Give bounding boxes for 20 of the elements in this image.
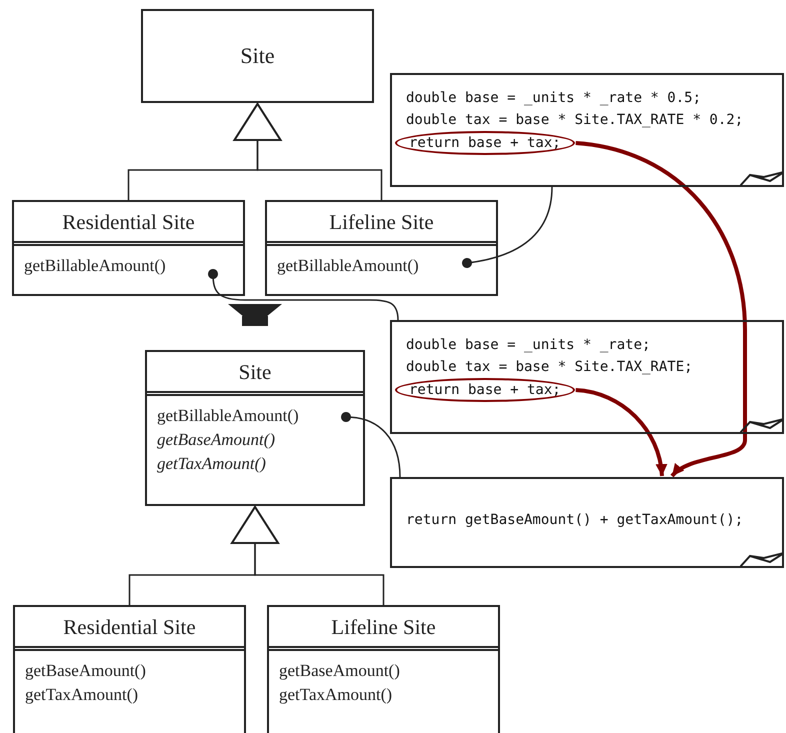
class-name: Site (239, 42, 276, 70)
class-name: Lifeline Site (269, 607, 498, 651)
class-name: Site (147, 352, 363, 396)
class-name: Lifeline Site (267, 202, 496, 246)
code-line: double base = _units * _rate; (406, 336, 652, 355)
method-name: getBillableAmount() (156, 405, 300, 427)
method-name: getTaxAmount() (278, 684, 394, 706)
method-name: getTaxAmount() (156, 453, 267, 475)
code-line: double tax = base * Site.TAX_RATE * 0.2; (406, 111, 744, 130)
code-line: double tax = base * Site.TAX_RATE; (406, 358, 694, 377)
method-name: getBaseAmount() (156, 429, 276, 451)
method-name: getBillableAmount() (23, 255, 167, 277)
class-name: Residential Site (15, 607, 244, 651)
method-name: getBaseAmount() (278, 660, 401, 682)
method-name: getBaseAmount() (24, 660, 147, 682)
class-name: Residential Site (14, 202, 243, 246)
method-name: getBillableAmount() (276, 255, 420, 277)
method-name: getTaxAmount() (24, 684, 140, 706)
code-line: double base = _units * _rate * 0.5; (406, 89, 702, 108)
code-line: return getBaseAmount() + getTaxAmount(); (406, 511, 744, 530)
